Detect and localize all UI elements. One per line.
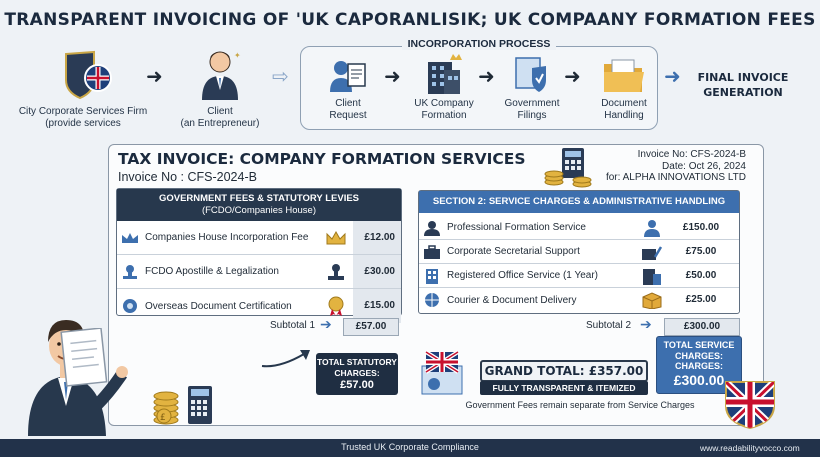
service-amount: £75.00 (669, 240, 739, 263)
stamp-icon (123, 264, 137, 279)
arrow-icon: ➜ (564, 66, 581, 88)
service-label: Courier & Document Delivery (447, 294, 577, 306)
table-row: Companies House Incorporation Fee £12.00 (117, 221, 401, 255)
arrow-icon: ➜ (146, 66, 163, 88)
crown-icon (326, 230, 346, 244)
invoice-meta: Invoice No: CFS-2024-B Date: Oct 26, 202… (596, 149, 746, 184)
page-title: TRANSPARENT INVOICING OF 'UK CAPORANLISI… (4, 10, 816, 30)
government-shield-icon (515, 57, 546, 92)
fee-amount: £12.00 (353, 221, 401, 254)
invoice-title: TAX INVOICE: COMPANY FORMATION SERVICES (118, 150, 526, 168)
fee-amount: £15.00 (353, 289, 401, 323)
firm-label: City Corporate Services Firm (provide se… (18, 106, 148, 129)
table-row: Registered Office Service (1 Year) £50.0… (419, 264, 739, 288)
union-flag-shield-icon (725, 381, 775, 430)
total-statutory-label: TOTAL STATUTORY CHARGES: (317, 357, 397, 378)
seal-icon (123, 299, 137, 313)
client-person-icon: ✦ (202, 51, 241, 100)
document-icon (60, 328, 108, 387)
shield-flag-icon (65, 50, 112, 100)
meta-date: Date: Oct 26, 2024 (662, 160, 746, 172)
person-icon (424, 220, 440, 236)
svg-text:✦: ✦ (234, 51, 241, 60)
step-label: Client Request (329, 98, 367, 121)
service-amount: £150.00 (669, 216, 739, 239)
fee-label: FCDO Apostille & Legalization (145, 266, 279, 277)
union-flag-document-icon (421, 350, 463, 395)
subtotal2-label: Subtotal 2 (586, 320, 632, 331)
separation-note: Government Fees remain separate from Ser… (465, 400, 695, 410)
table-row: Corporate Secretarial Support £75.00 (419, 240, 739, 264)
process-title: INCORPORATION PROCESS (300, 38, 658, 50)
folder-icon (604, 59, 644, 92)
meta-invoice-no: Invoice No: CFS-2024-B (637, 149, 746, 160)
total-service-label: TOTAL SERVICE CHARGES: CHARGES: (663, 340, 735, 371)
briefcase-icon (424, 244, 440, 259)
service-amount: £25.00 (669, 288, 739, 312)
stamp-icon (328, 263, 344, 280)
table-row: FCDO Apostille & Legalization £30.00 (117, 255, 401, 289)
parcel-icon (642, 292, 662, 309)
grand-total: GRAND TOTAL: £357.00 (480, 360, 648, 382)
calculator-coins-icon (544, 148, 592, 188)
curved-arrow-icon (261, 350, 310, 368)
coins-calculator-icon: £ (153, 386, 212, 425)
svg-text:£: £ (160, 413, 166, 423)
subtotal1-amount: £57.00 (343, 318, 399, 336)
company-building-icon (428, 54, 462, 94)
client-request-icon (330, 61, 366, 92)
incorporation-process-box (300, 46, 658, 130)
globe-icon (425, 293, 439, 307)
briefcase-pen-icon (642, 245, 663, 260)
grand-total-note: FULLY TRANSPARENT & ITEMIZED (480, 381, 648, 395)
service-label: Corporate Secretarial Support (447, 246, 580, 257)
step-label: Government Filings (504, 98, 560, 121)
footer-bar (0, 439, 820, 457)
step-label: Document Handling (601, 98, 647, 121)
footer-url[interactable]: www.readabilityvocco.com (700, 443, 800, 453)
footer-tagline: Trusted UK Corporate Compliance (341, 442, 479, 452)
final-invoice-label: FINAL INVOICE GENERATION (697, 71, 789, 99)
total-service-amount: £300.00 (673, 371, 725, 388)
table-row: Professional Formation Service £150.00 (419, 216, 739, 240)
office-icon (426, 268, 438, 284)
arrow-icon: ➜ (384, 66, 401, 88)
total-statutory-amount: £57.00 (340, 379, 374, 391)
table-row: Courier & Document Delivery £25.00 (419, 288, 739, 312)
office-icon (643, 268, 661, 285)
person-icon (644, 219, 660, 237)
service-label: Professional Formation Service (447, 222, 586, 233)
service-charges-section: SECTION 2: SERVICE CHARGES & ADMINISTRAT… (418, 190, 740, 314)
client-label: Client (an Entrepreneur) (180, 106, 260, 129)
section1-subheading: (FCDO/Companies House) (201, 205, 317, 216)
crown-icon (122, 232, 138, 243)
arrow-icon: ➜ (664, 66, 681, 88)
step-label: UK Company Formation (414, 98, 474, 121)
service-label: Registered Office Service (1 Year) (447, 270, 599, 281)
subtotal2-amount: £300.00 (664, 318, 740, 336)
table-row: Overseas Document Certification £15.00 (117, 289, 401, 323)
total-statutory-box: TOTAL STATUTORY CHARGES: £57.00 (316, 353, 398, 395)
total-service-box: TOTAL SERVICE CHARGES: CHARGES: £300.00 (656, 336, 742, 394)
fee-label: Companies House Incorporation Fee (145, 232, 309, 243)
seal-icon (328, 296, 344, 316)
meta-for: for: ALPHA INNOVATIONS LTD (605, 172, 746, 183)
government-fees-section: GOVERNMENT FEES & STATUTORY LEVIES (FCDO… (116, 188, 402, 323)
section1-heading: GOVERNMENT FEES & STATUTORY LEVIES (158, 193, 360, 204)
service-amount: £50.00 (669, 264, 739, 287)
arrow-icon: ➔ (640, 316, 652, 332)
arrow-icon: ⇨ (272, 66, 289, 88)
fee-amount: £30.00 (353, 255, 401, 288)
section1-header: GOVERNMENT FEES & STATUTORY LEVIES (FCDO… (117, 189, 401, 221)
arrow-icon: ➜ (478, 66, 495, 88)
fee-label: Overseas Document Certification (145, 300, 292, 312)
section2-heading: SECTION 2: SERVICE CHARGES & ADMINISTRAT… (419, 191, 739, 213)
subtotal1-label: Subtotal 1 (270, 320, 316, 331)
invoice-number: Invoice No : CFS-2024-B (118, 170, 257, 184)
arrow-icon: ➔ (320, 316, 332, 332)
